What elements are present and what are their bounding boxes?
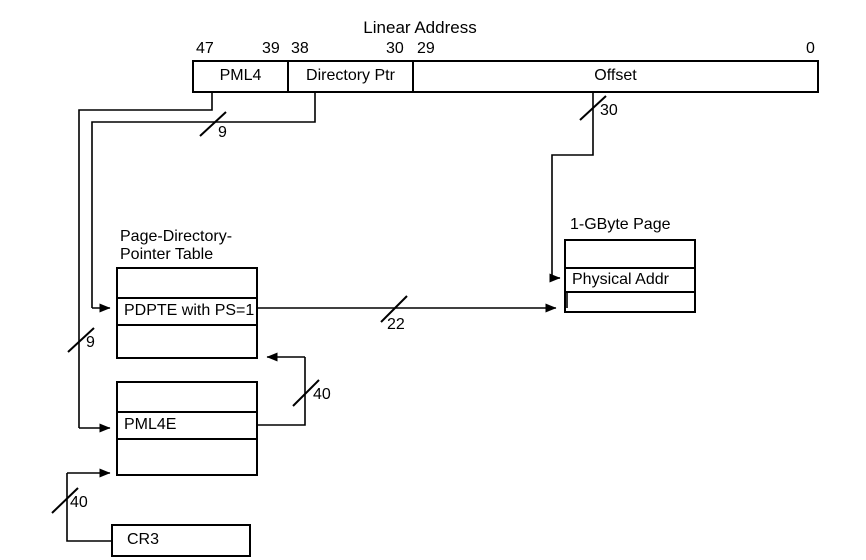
pml4-table-box xyxy=(116,381,258,476)
pdpt-box xyxy=(116,267,258,359)
bit-label-30: 30 xyxy=(386,40,404,57)
linear-address-bar xyxy=(192,60,819,93)
bit-label-47: 47 xyxy=(196,40,214,57)
bit-label-0: 0 xyxy=(806,40,815,57)
field-label-offset: Offset xyxy=(594,67,637,84)
connector-offset-to-physical-addr xyxy=(551,92,594,278)
field-label-pml4: PML4 xyxy=(219,67,262,84)
connector-cr3-to-pml4-table xyxy=(66,473,112,542)
table-title-page-directory-pointer-table: Page-Directory- Pointer Table xyxy=(120,228,233,264)
table-title-one-gbyte-page: 1-GByte Page xyxy=(570,216,671,233)
row-label-pdpte: PDPTE with PS=1 xyxy=(124,302,255,319)
row-label-physical-addr: Physical Addr xyxy=(572,271,669,288)
width-label-pml4e-40: 40 xyxy=(313,386,331,403)
width-label-pdpte-22: 22 xyxy=(387,316,405,333)
slash-dirptr-9 xyxy=(67,327,95,353)
slash-pdpte-22 xyxy=(380,295,408,323)
width-label-pml4-9: 9 xyxy=(218,124,227,141)
cr3-label: CR3 xyxy=(127,531,160,548)
slash-pml4e-40 xyxy=(292,379,320,407)
diagram-title: Linear Address xyxy=(363,18,477,37)
bit-label-39: 39 xyxy=(262,40,280,57)
bit-label-38: 38 xyxy=(291,40,309,57)
slash-pml4-9 xyxy=(199,111,227,137)
width-label-cr3-40: 40 xyxy=(70,494,88,511)
width-label-dirptr-9: 9 xyxy=(86,334,95,351)
connector-lines xyxy=(51,92,607,542)
connector-pml4-to-pml4e xyxy=(78,92,213,428)
slash-cr3-40 xyxy=(51,487,79,514)
row-label-pml4e: PML4E xyxy=(124,416,177,433)
connector-dirptr-to-pdpte xyxy=(91,92,316,308)
width-label-offset-30: 30 xyxy=(600,102,618,119)
field-label-directory-ptr: Directory Ptr xyxy=(306,67,395,84)
connector-pml4e-to-pdpt xyxy=(257,357,306,426)
bit-label-29: 29 xyxy=(417,40,435,57)
slash-offset-30 xyxy=(579,95,607,121)
one-gbyte-page-box xyxy=(564,239,696,313)
